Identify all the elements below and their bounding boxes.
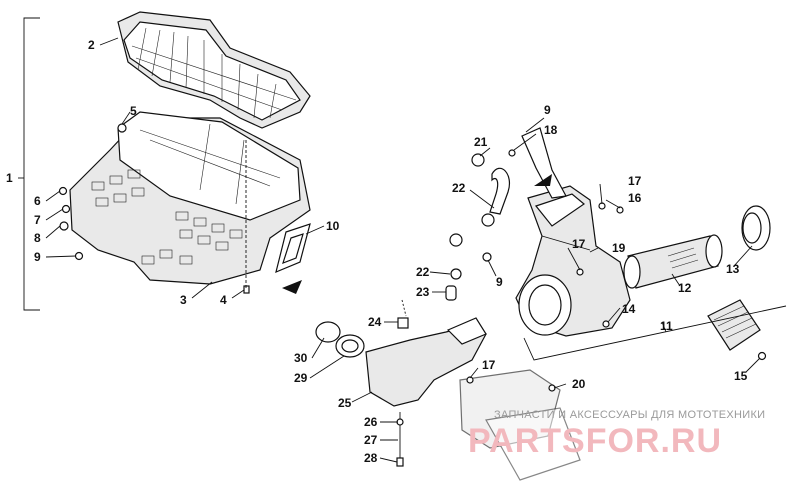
callout-30: 30	[294, 351, 308, 365]
callout-17: 17	[628, 174, 642, 188]
callout-23: 23	[416, 285, 430, 299]
part-small-fittings	[397, 268, 462, 329]
callout-1: 1	[6, 171, 13, 185]
arrow-icon	[282, 280, 302, 294]
callout-27: 27	[364, 433, 378, 447]
callout-12: 12	[678, 281, 692, 295]
callout-22: 22	[416, 265, 430, 279]
callout-19: 19	[612, 241, 626, 255]
watermark-caption: ЗАПЧАСТИ И АКСЕССУАРЫ ДЛЯ МОТОТЕХНИКИ	[494, 409, 765, 421]
callout-11: 11	[660, 319, 673, 333]
callout-16: 16	[628, 191, 642, 205]
callout-14: 14	[622, 302, 636, 316]
part-gasket-ring	[275, 223, 311, 274]
part-lower-mount	[459, 369, 581, 481]
callout-9: 9	[34, 250, 41, 264]
part-mount-bracket	[521, 127, 567, 199]
callout-26: 26	[364, 415, 378, 429]
callout-17: 17	[572, 237, 586, 251]
assembly-bracket-11	[523, 305, 787, 361]
part-lower-duct	[365, 317, 487, 407]
callout-21: 21	[474, 135, 488, 149]
callout-2: 2	[88, 38, 95, 52]
callout-28: 28	[364, 451, 378, 465]
callout-6: 6	[34, 194, 41, 208]
callout-17: 17	[482, 358, 496, 372]
callout-13: 13	[726, 262, 740, 276]
callout-labels: 1 2 3 4 5 6 7 8 9 10 11 12 13 14 15 16 1…	[6, 38, 748, 465]
assembly-bracket-1	[18, 17, 40, 311]
fasteners-right	[466, 149, 767, 392]
part-hose	[449, 153, 510, 247]
callout-25: 25	[338, 396, 352, 410]
callout-9: 9	[544, 103, 551, 117]
part-intake-duct	[515, 185, 631, 337]
callout-15: 15	[734, 369, 748, 383]
callout-18: 18	[544, 123, 558, 137]
callout-8: 8	[34, 231, 41, 245]
part-filter-element	[623, 234, 723, 289]
callout-4: 4	[220, 293, 227, 307]
arrow-icon	[534, 174, 552, 186]
callout-9: 9	[496, 275, 503, 289]
callout-24: 24	[368, 315, 382, 329]
callout-7: 7	[34, 213, 41, 227]
watermark: ЗАПЧАСТИ И АКСЕССУАРЫ ДЛЯ МОТОТЕХНИКИ PA…	[468, 409, 765, 460]
leaders-left	[45, 37, 325, 299]
fasteners-left	[58, 123, 250, 294]
part-filter-housing	[741, 205, 771, 251]
part-clamp-rings	[315, 321, 365, 358]
callout-29: 29	[294, 371, 308, 385]
leaders-right	[309, 117, 761, 463]
part-silencer-base	[69, 111, 311, 285]
part-silencer-cover	[117, 11, 311, 129]
callout-22: 22	[452, 181, 466, 195]
watermark-logo: PARTSFOR.RU	[468, 422, 722, 460]
part-electronic-module	[707, 299, 761, 351]
part-pin	[396, 412, 404, 467]
callout-10: 10	[326, 219, 340, 233]
callout-20: 20	[572, 377, 586, 391]
callout-5: 5	[130, 104, 137, 118]
callout-3: 3	[180, 293, 187, 307]
